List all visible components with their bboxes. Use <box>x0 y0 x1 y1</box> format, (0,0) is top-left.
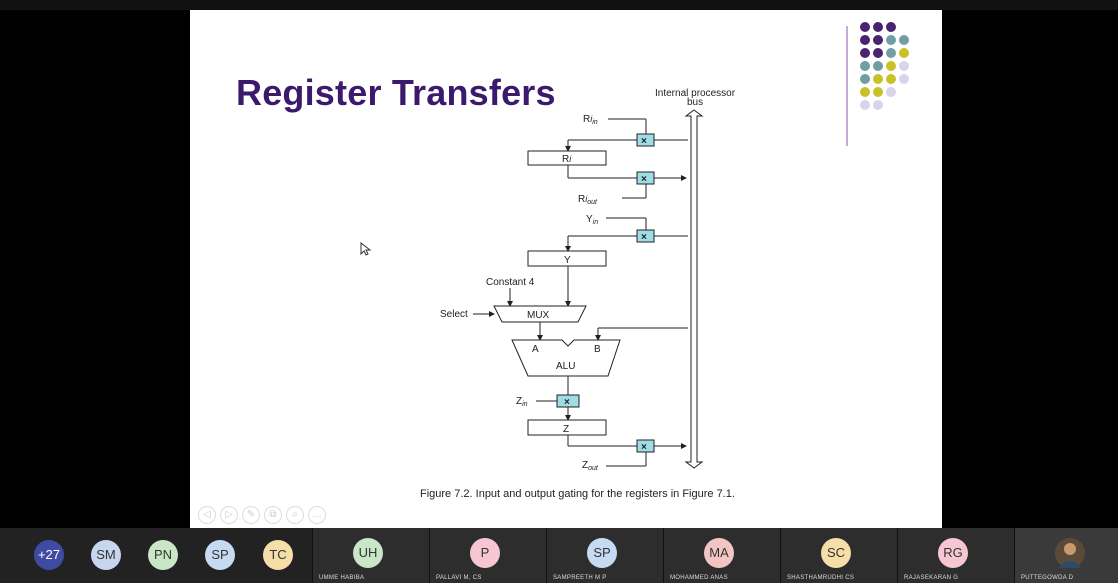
participant-tile[interactable]: UH UMME HABIBA <box>312 528 429 583</box>
svg-text:×: × <box>641 442 647 453</box>
svg-text:×: × <box>641 232 647 243</box>
decorative-dot <box>899 74 909 84</box>
ri-in-label: Riin <box>583 114 598 126</box>
participant-tile[interactable]: MA MOHAMMED ANAS <box>663 528 780 583</box>
next-icon[interactable]: ▷ <box>220 506 238 524</box>
svg-text:B: B <box>594 344 601 355</box>
svg-text:Ri: Ri <box>562 154 572 165</box>
constant-label: Constant 4 <box>486 277 535 288</box>
decorative-dot <box>886 22 896 32</box>
decorative-dot <box>873 87 883 97</box>
decorative-dot <box>873 61 883 71</box>
copy-icon[interactable]: ⧉ <box>264 506 282 524</box>
y-register <box>527 250 607 267</box>
svg-text:Z: Z <box>563 424 569 435</box>
decorative-dot <box>886 87 896 97</box>
bus-label-line1: Internal processor <box>655 88 736 99</box>
svg-text:A: A <box>532 344 539 355</box>
decorative-dot <box>860 74 870 84</box>
decorative-dot <box>886 74 896 84</box>
mux <box>493 305 587 323</box>
participant-photo <box>1055 538 1085 568</box>
decorative-dot <box>899 48 909 58</box>
register-transfer-diagram: Internal processor bus Riin × Ri × Riout… <box>440 88 736 472</box>
decorative-dot <box>873 22 883 32</box>
participant-avatar[interactable]: SP <box>205 540 235 570</box>
svg-text:Y: Y <box>564 255 571 266</box>
decorative-dot <box>873 100 883 110</box>
internal-bus <box>684 109 704 469</box>
slide-title: Register Transfers <box>236 72 556 113</box>
decorative-dot <box>860 48 870 58</box>
prev-icon[interactable]: ◁ <box>198 506 216 524</box>
decorative-divider <box>846 26 848 146</box>
z-register <box>527 419 607 436</box>
participant-avatar: UH <box>353 538 383 568</box>
participant-tile[interactable]: P PALLAVI M, CS <box>429 528 546 583</box>
svg-text:×: × <box>641 136 647 147</box>
participant-name: RAJASEKARAN G <box>904 575 959 581</box>
svg-text:×: × <box>564 397 570 408</box>
decorative-dot <box>873 35 883 45</box>
ri-out-label: Riout <box>578 194 598 206</box>
bus-label-line2: bus <box>687 97 703 108</box>
decorative-dot <box>860 35 870 45</box>
decorative-dot <box>860 22 870 32</box>
decorative-dot <box>860 61 870 71</box>
decorative-dot <box>899 35 909 45</box>
z-out-label: Zout <box>582 460 599 472</box>
participant-name: PUTTEGOWDA D <box>1021 575 1074 581</box>
shared-slide: Register Transfers Internal processor bu… <box>190 10 942 528</box>
participant-avatar[interactable]: TC <box>263 540 293 570</box>
participant-name: SAMPREETH M P <box>553 575 607 581</box>
z-in-label: Zin <box>516 396 528 408</box>
top-strip <box>0 0 1118 10</box>
participant-avatar: SC <box>821 538 851 568</box>
more-participants-badge[interactable]: +27 <box>34 540 64 570</box>
slide-controls: ◁▷✎⧉⌕… <box>198 506 326 524</box>
decorative-dot <box>886 35 896 45</box>
participant-tile[interactable]: PUTTEGOWDA D <box>1014 528 1118 583</box>
decorative-dot <box>899 61 909 71</box>
svg-text:ALU: ALU <box>556 361 575 372</box>
mouse-cursor-icon <box>360 242 372 256</box>
participant-avatar[interactable]: PN <box>148 540 178 570</box>
participant-name: MOHAMMED ANAS <box>670 575 728 581</box>
pen-icon[interactable]: ✎ <box>242 506 260 524</box>
decorative-dot <box>860 87 870 97</box>
participant-name: SHASTHAMRUDHI CS <box>787 575 855 581</box>
participant-name: PALLAVI M, CS <box>436 575 482 581</box>
decorative-dot <box>886 61 896 71</box>
decorative-dot <box>873 48 883 58</box>
participant-tile[interactable]: RG RAJASEKARAN G <box>897 528 1014 583</box>
ri-register <box>527 150 607 166</box>
participant-tile[interactable]: SP SAMPREETH M P <box>546 528 663 583</box>
participant-avatar: MA <box>704 538 734 568</box>
more-icon[interactable]: … <box>308 506 326 524</box>
zoom-icon[interactable]: ⌕ <box>286 506 304 524</box>
select-label: Select <box>440 309 468 320</box>
participant-avatar: SP <box>587 538 617 568</box>
decorative-dot <box>860 100 870 110</box>
alu <box>511 339 621 377</box>
figure-caption: Figure 7.2. Input and output gating for … <box>420 488 735 500</box>
participant-tile[interactable]: SC SHASTHAMRUDHI CS <box>780 528 897 583</box>
decorative-dot-grid <box>860 22 930 132</box>
participant-avatar: P <box>470 538 500 568</box>
svg-text:MUX: MUX <box>527 310 550 321</box>
decorative-dot <box>886 48 896 58</box>
participant-avatar[interactable]: SM <box>91 540 121 570</box>
y-in-label: Yin <box>586 214 598 226</box>
decorative-dot <box>873 74 883 84</box>
participant-bar: +27 SM PN SP TC UH UMME HABIBA P PALLAVI M, CS SP… <box>0 528 1118 583</box>
participant-avatar: RG <box>938 538 968 568</box>
svg-text:×: × <box>641 174 647 185</box>
participant-name: UMME HABIBA <box>319 575 365 581</box>
